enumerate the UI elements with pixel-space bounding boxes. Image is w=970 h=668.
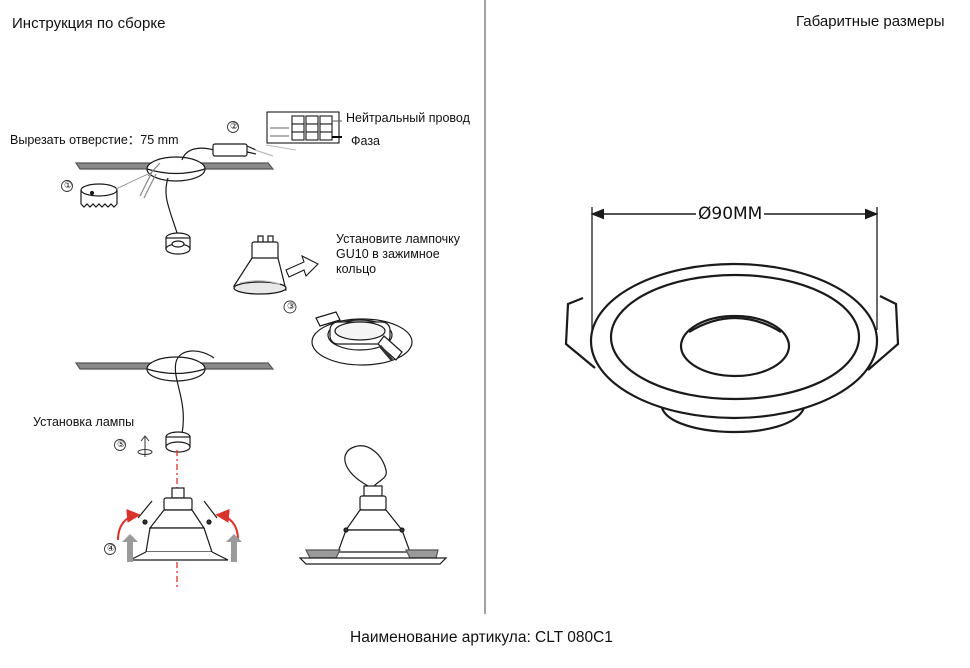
assembly-title: Инструкция по сборке <box>12 15 166 32</box>
step-2-marker <box>227 121 239 133</box>
screwdriver-icon <box>139 162 161 199</box>
ceiling-install-illustration <box>74 350 275 435</box>
step-1-number: ① <box>64 180 73 190</box>
lamp-body-icon <box>129 487 229 561</box>
installed-lamp-illustration <box>298 445 448 565</box>
gu10-bulb-icon <box>232 235 287 295</box>
fixture-dimension-drawing <box>564 207 900 434</box>
step-5-marker <box>114 439 126 451</box>
socket-install-icon <box>165 431 191 453</box>
step-1-marker <box>61 180 73 192</box>
hole-saw-icon <box>80 183 118 208</box>
cutout-label: Вырезать отверстие：75 mm <box>10 133 179 147</box>
phase-label: Фаза <box>351 134 380 148</box>
step-2-number: ② <box>230 121 239 131</box>
step-3-number: ③ <box>287 301 296 311</box>
insert-arrow-icon <box>285 254 319 278</box>
bulb-instruction-line-2: GU10 в зажимное <box>336 247 440 261</box>
up-arrow-icon <box>122 534 242 562</box>
ceiling-cut-illustration <box>74 147 275 237</box>
spring-arrow-right <box>215 508 239 541</box>
step-5-number: ⑤ <box>117 439 126 449</box>
spring-arrow-left <box>117 508 141 541</box>
install-label: Установка лампы <box>33 415 135 429</box>
neutral-wire-label: Нейтральный провод <box>346 111 470 125</box>
terminal-block-icon <box>265 111 342 151</box>
step-4-number: ④ <box>107 543 116 553</box>
leader-line <box>115 173 149 190</box>
bulb-instruction-line-3: кольцо <box>336 262 377 276</box>
diameter-label: Ø90MM <box>696 204 765 225</box>
dimensions-title: Габаритные размеры <box>796 13 945 30</box>
article-name: Наименование артикула: CLT 080C1 <box>350 629 613 646</box>
step-3-marker <box>283 300 297 314</box>
clamp-ring-icon <box>311 311 413 366</box>
gu10-socket-icon <box>165 232 191 255</box>
step-4-marker <box>104 543 116 555</box>
driver-box-icon <box>212 143 274 157</box>
rotate-arrow-icon <box>137 435 153 457</box>
bulb-instruction-line-1: Установите лампочку <box>336 232 461 246</box>
